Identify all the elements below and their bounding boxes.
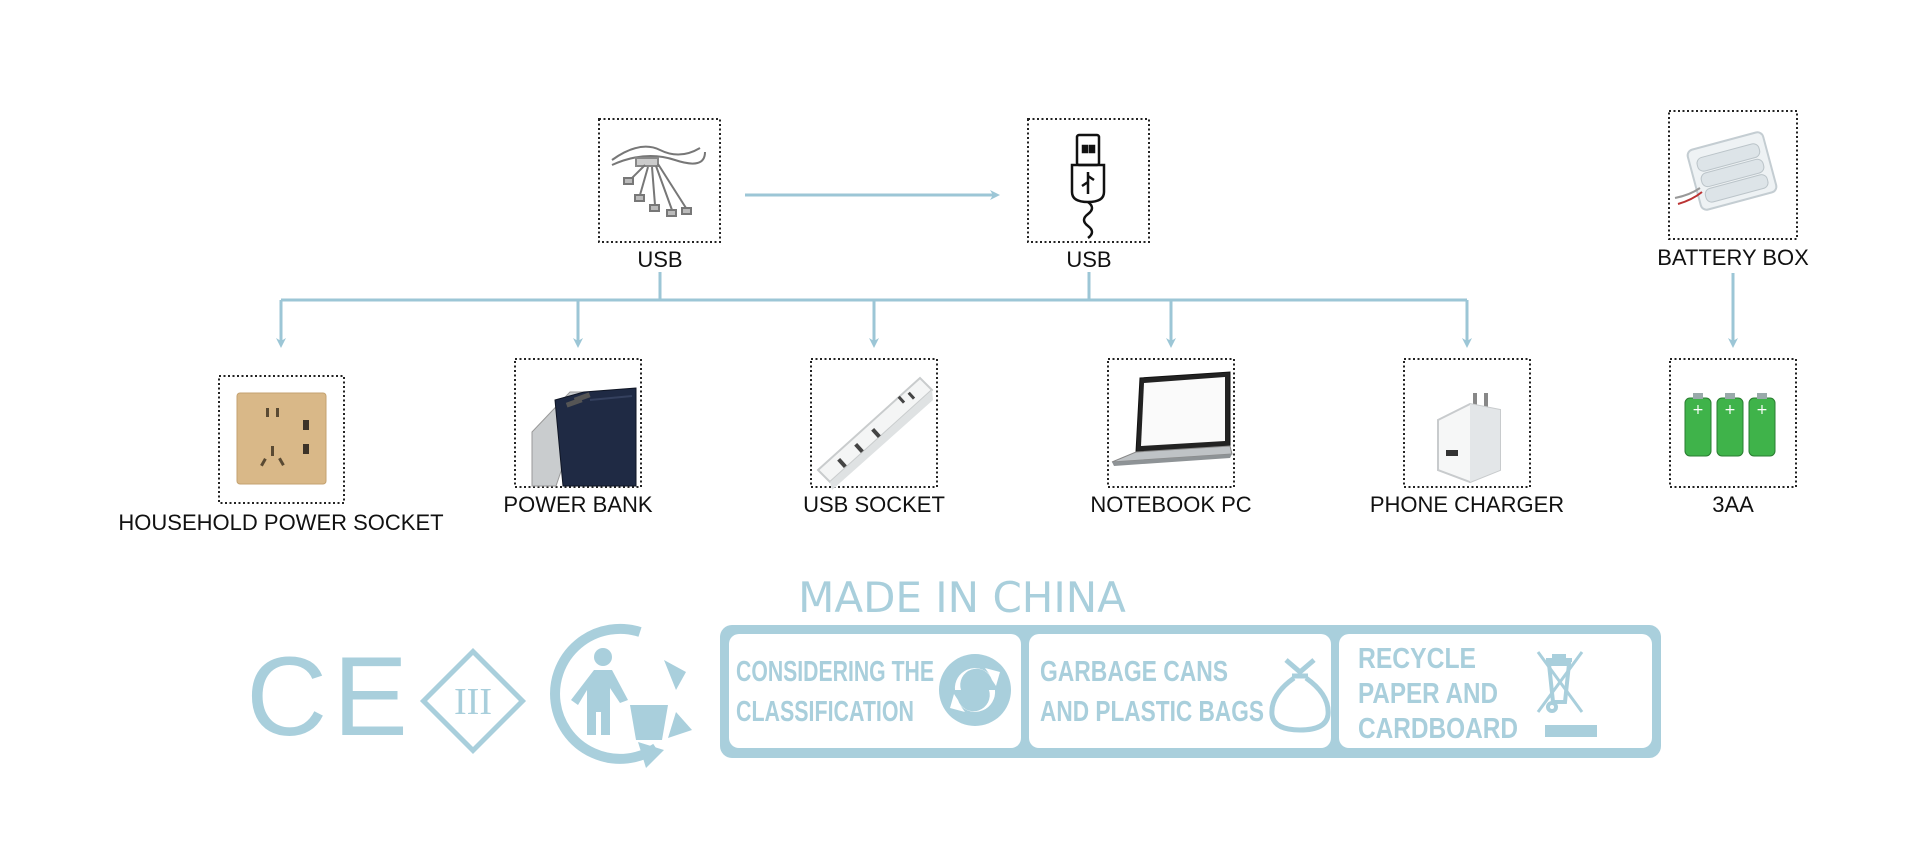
usb-socket-label: USB SOCKET (803, 492, 945, 517)
class-iii-mark: III (419, 647, 527, 755)
svg-text:+: + (1724, 402, 1736, 418)
green-dot-icon (939, 654, 1011, 726)
aa-batteries-icon: + + + (1684, 393, 1776, 457)
node-usb-plug: USB (1027, 118, 1150, 272)
node-phone-charger: PHONE CHARGER (1370, 358, 1564, 517)
panel-recycle-paper: RECYCLE PAPER AND CARDBOARD (1358, 643, 1597, 745)
3aa-label: 3AA (1712, 492, 1754, 517)
node-notebook-pc: NOTEBOOK PC (1090, 358, 1252, 517)
panel-1-line-1: CONSIDERING THE (736, 656, 934, 688)
node-usb-cable: USB (598, 118, 721, 272)
power-bank-label: POWER BANK (503, 492, 652, 517)
panel-3-line-1: RECYCLE (1358, 643, 1476, 675)
usb-socket-icon (816, 376, 934, 490)
usb-plug-label: USB (1066, 247, 1111, 272)
node-3aa: + + + 3AA (1669, 358, 1797, 517)
ce-mark-text: CE (246, 634, 414, 759)
notebook-label: NOTEBOOK PC (1090, 492, 1251, 517)
crossed-bin-icon (1536, 651, 1584, 713)
household-socket-icon (236, 392, 327, 485)
panel-garbage: GARBAGE CANS AND PLASTIC BAGS (1040, 656, 1331, 733)
phone-charger-icon (1437, 393, 1501, 484)
panel-3-line-3: CARDBOARD (1358, 713, 1518, 745)
node-battery-box: BATTERY BOX (1657, 110, 1809, 270)
usb-plug-icon (1070, 133, 1106, 239)
node-usb-socket: USB SOCKET (803, 358, 945, 517)
panel-1-line-2: CLASSIFICATION (736, 696, 914, 728)
panel-classification: CONSIDERING THE CLASSIFICATION (736, 654, 1011, 728)
ce-mark: CE (246, 634, 414, 759)
panel-3-line-2: PAPER AND (1358, 678, 1498, 710)
battery-box-icon (1674, 131, 1778, 211)
panel-2-line-2: AND PLASTIC BAGS (1040, 696, 1264, 728)
power-bank-icon (531, 387, 637, 487)
node-household-socket: HOUSEHOLD POWER SOCKET (118, 375, 444, 535)
class-iii-text: III (454, 681, 492, 723)
usb-cable-label: USB (637, 247, 682, 272)
made-in-china-text: MADE IN CHINA (798, 573, 1126, 622)
household-socket-label: HOUSEHOLD POWER SOCKET (118, 510, 443, 535)
battery-box-label: BATTERY BOX (1657, 245, 1809, 270)
tidyman-recycle-icon (550, 623, 692, 768)
phone-charger-label: PHONE CHARGER (1370, 492, 1564, 517)
panel-2-line-1: GARBAGE CANS (1040, 656, 1228, 688)
underline-bar (1545, 725, 1597, 737)
svg-text:+: + (1756, 402, 1768, 418)
recycling-panel: CONSIDERING THE CLASSIFICATION GARBAGE C… (720, 625, 1661, 758)
node-power-bank: POWER BANK (503, 358, 653, 517)
plastic-bag-icon (1269, 658, 1331, 733)
notebook-icon (1111, 371, 1233, 466)
svg-text:+: + (1692, 402, 1704, 418)
usb-cable-icon (611, 145, 706, 217)
